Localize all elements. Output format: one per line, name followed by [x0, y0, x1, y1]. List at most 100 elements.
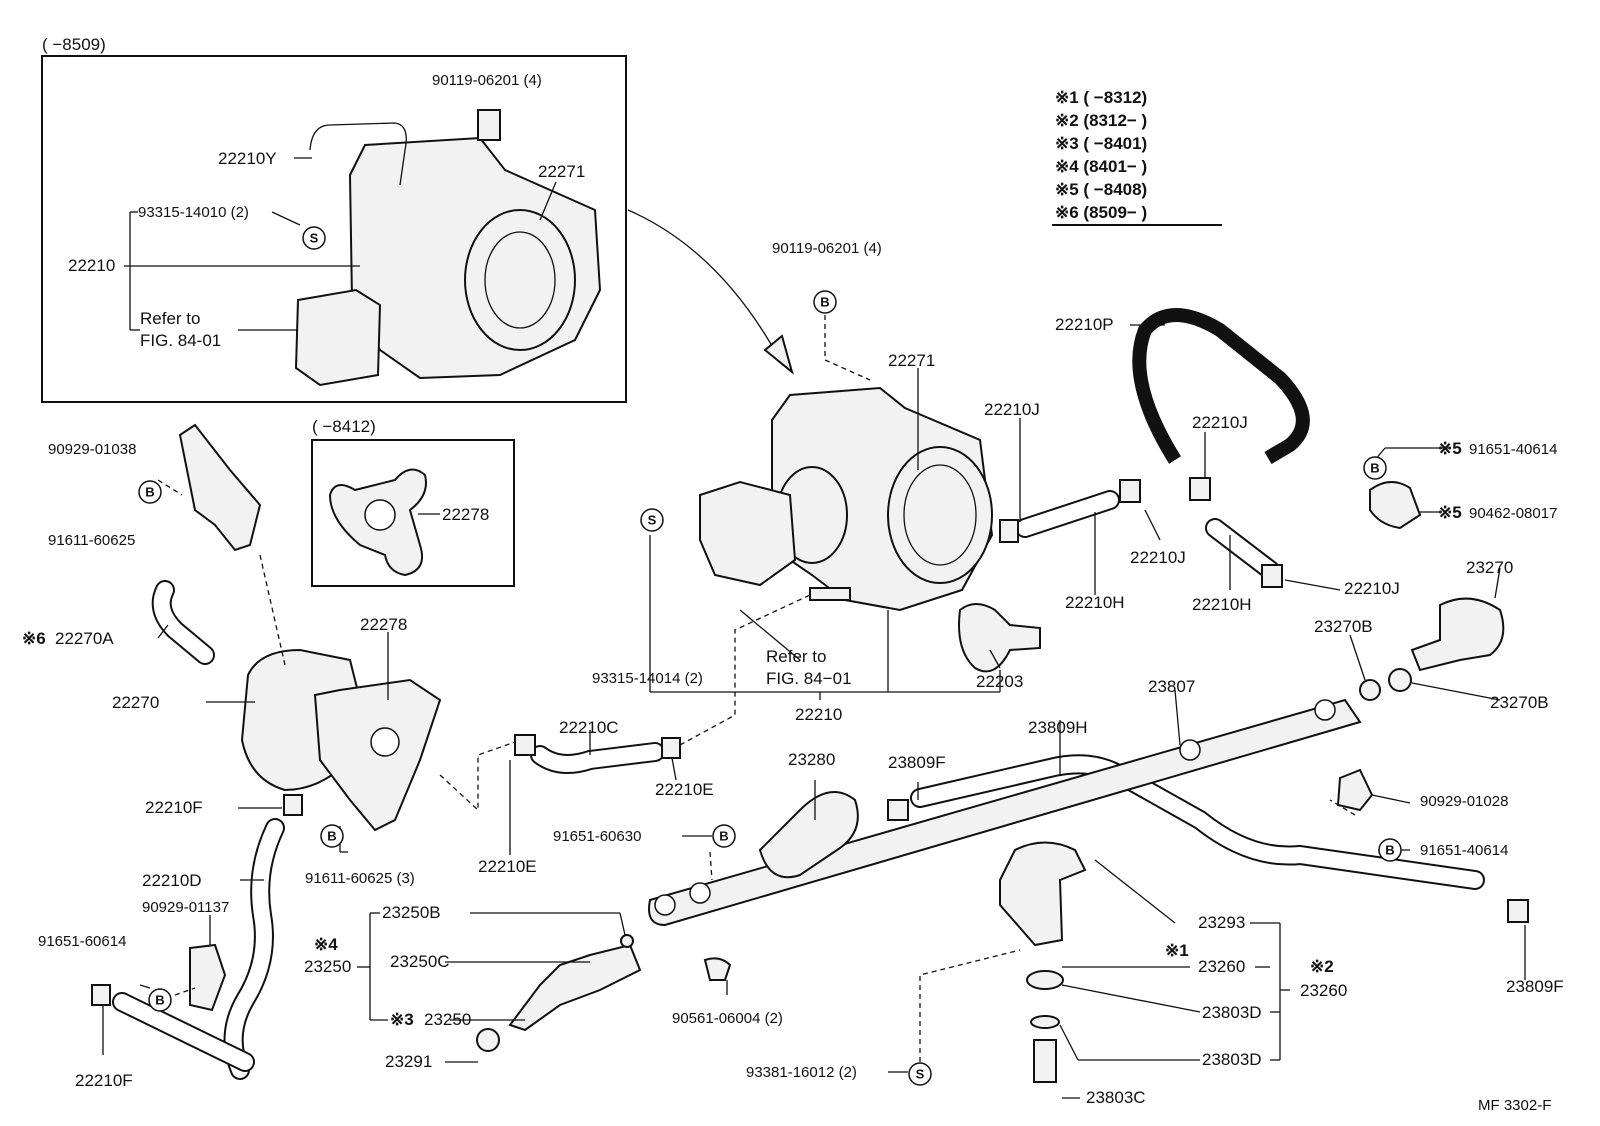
part-label: 22203 [976, 672, 1023, 691]
part-label: 91651-40614 [1469, 441, 1557, 458]
cold-start-injector [999, 841, 1087, 947]
inset-label: 22210 [68, 256, 115, 275]
bolt-marker-icon [148, 988, 172, 1012]
part-label: 23280 [788, 750, 835, 769]
part-label: 22210F [75, 1071, 133, 1090]
fuel-rail [648, 698, 1362, 927]
ref-mark: ※1 [1165, 941, 1189, 960]
part-label: 91611-60625 (3) [305, 870, 415, 887]
part-label: 23260 [1300, 981, 1347, 1000]
note-line: ※5 ( −8408) [1055, 180, 1147, 199]
leader [539, 181, 557, 221]
bolt-marker-letter: B [155, 993, 164, 1008]
solid-leaders [102, 324, 1526, 1099]
bracket-90929-01028-icon [1336, 768, 1374, 812]
bolt-marker-icon [712, 824, 736, 848]
inset-sensor [294, 288, 382, 387]
part-label: 23270 [1466, 558, 1513, 577]
ref-mark: ※3 [390, 1010, 414, 1029]
inset-label: 22210Y [218, 149, 277, 168]
screw-marker-icon [302, 226, 326, 250]
inset-1-title: ( −8509) [42, 35, 106, 54]
part-label: 23809H [1028, 718, 1088, 737]
bolt-marker-letter: B [1385, 843, 1394, 858]
note-line: ※4 (8401− ) [1055, 157, 1147, 176]
part-label: 22210 [795, 705, 842, 724]
inset-2-frame [311, 439, 515, 587]
inset-plate-hole [364, 499, 396, 531]
inset-box-8412: ( −8412) 22278 [311, 417, 515, 587]
part-label: 91651-60614 [38, 933, 126, 950]
part-label: 23293 [1198, 913, 1245, 932]
part-label: 90561-06004 (2) [672, 1010, 783, 1027]
screw-marker-letter: S [648, 513, 657, 528]
ref-mark: ※5 [1438, 503, 1462, 522]
ref-mark: ※5 [1438, 439, 1462, 458]
part-label: 23809F [1506, 977, 1564, 996]
part-label: 22270A [55, 629, 114, 648]
inset-1-frame [41, 55, 627, 403]
part-label: 22210E [478, 857, 537, 876]
bolt-marker-letter: B [145, 485, 154, 500]
bolt-marker-letter: B [719, 829, 728, 844]
inset-2-title: ( −8412) [312, 417, 376, 436]
clamp-icon [661, 737, 681, 759]
inset-label: 90119-06201 (4) [432, 72, 542, 89]
clamp-icon [1119, 479, 1141, 503]
injector [508, 943, 642, 1032]
left-plate-hole [370, 727, 400, 757]
part-label: 22210J [1130, 548, 1186, 567]
inset-throttle-bore [464, 209, 576, 351]
part-label: 23250C [390, 952, 450, 971]
idle-sensor [958, 603, 1041, 673]
part-label: 91651-60630 [553, 828, 641, 845]
part-label: 90929-01137 [142, 899, 229, 916]
note-line: ※2 (8312− ) [1055, 111, 1147, 130]
part-label: 23803D [1202, 1003, 1262, 1022]
part-label: 90119-06201 (4) [772, 240, 882, 257]
screw-marker-letter: S [916, 1067, 925, 1082]
arrow-icon [627, 209, 781, 361]
clamp-icon [91, 984, 111, 1006]
bolt-marker-letter: B [327, 829, 336, 844]
clip-90462-icon [1369, 481, 1422, 530]
part-label: 22278 [360, 615, 407, 634]
part-label: 22210H [1065, 593, 1125, 612]
inset-label: 22278 [442, 505, 489, 524]
part-label: Refer to [766, 647, 826, 666]
screw-marker-letter: S [310, 231, 319, 246]
screw-marker-icon [908, 1062, 932, 1086]
part-label: 22210E [655, 780, 714, 799]
throttle-body-left [178, 423, 442, 832]
union-bolt-23803C [1033, 1039, 1057, 1083]
gasket-23270B-b [1388, 668, 1412, 692]
clamp-icon [999, 519, 1019, 543]
part-label: 22210J [984, 400, 1040, 419]
part-label: 23803C [1086, 1088, 1146, 1107]
left-plate [313, 678, 442, 832]
part-label: 93381-16012 (2) [746, 1064, 857, 1081]
leader [271, 211, 301, 226]
part-label: 22270 [112, 693, 159, 712]
clamp-icon [887, 799, 909, 821]
inset-label: 93315-14010 (2) [138, 204, 249, 221]
note-line: ※6 (8509− ) [1055, 203, 1147, 222]
bolt-marker-icon [813, 290, 837, 314]
part-label: 22210J [1192, 413, 1248, 432]
pulsation-damper [1410, 597, 1505, 672]
part-label: 23250 [304, 957, 351, 976]
clamp-icon [514, 734, 536, 756]
ref-mark: ※6 [22, 629, 46, 648]
bolt-marker-icon [1378, 838, 1402, 862]
throttle-bolt [809, 587, 851, 601]
part-label: 23260 [1198, 957, 1245, 976]
part-label: 23809F [888, 753, 946, 772]
bolt-marker-icon [1363, 456, 1387, 480]
part-label: 90929-01028 [1420, 793, 1508, 810]
part-labels: 90119-06201 (4) 22271 22210J 22210P 2221… [22, 240, 1564, 1114]
markers: B B B S B B B B S [138, 290, 1402, 1086]
arrow-head-icon [763, 334, 794, 375]
part-label: 23803D [1202, 1050, 1262, 1069]
